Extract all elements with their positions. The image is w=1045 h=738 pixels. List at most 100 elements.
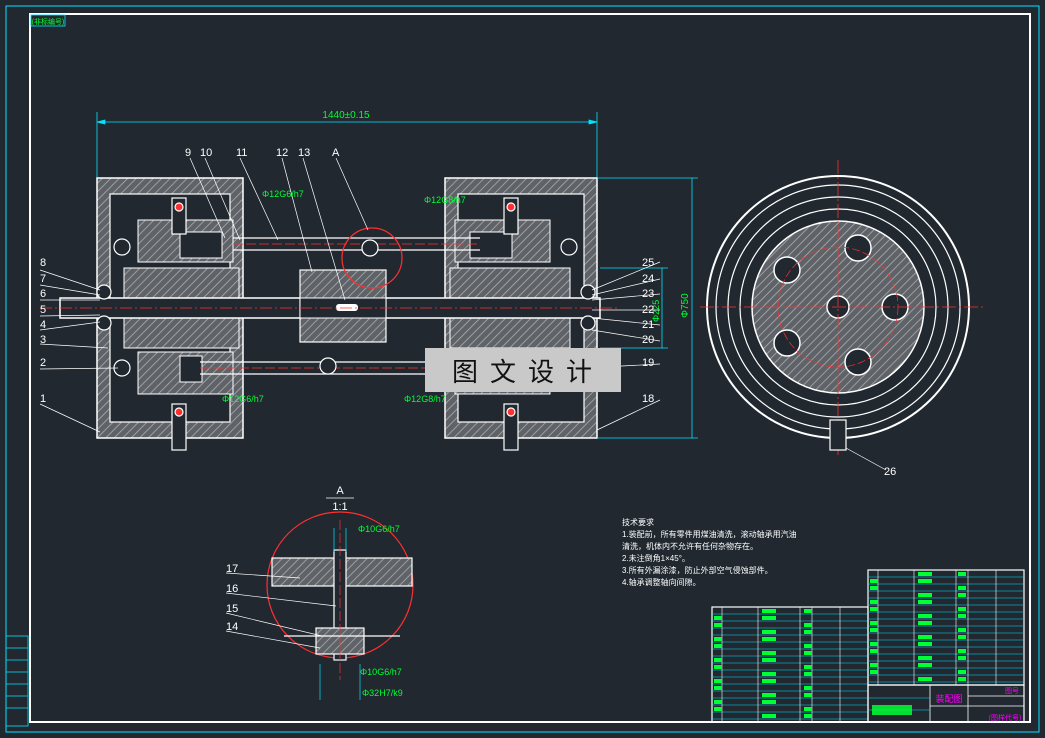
parts-list-cell-mark (762, 630, 776, 634)
svg-text:1: 1 (40, 393, 46, 405)
svg-text:22: 22 (642, 304, 654, 316)
parts-list-cell-mark (804, 651, 812, 655)
parts-list-cell-mark (870, 600, 878, 604)
title-block-sheet: 图号 (1005, 687, 1019, 695)
parts-list-cell-mark (918, 635, 932, 639)
svg-text:12: 12 (276, 147, 288, 159)
parts-list-cell-mark (762, 693, 776, 697)
svg-text:1.装配前，所有零件用煤油清洗，滚动轴承用汽油: 1.装配前，所有零件用煤油清洗，滚动轴承用汽油 (622, 529, 797, 539)
part-numbers-left: 8 7 6 5 4 3 2 1 (40, 257, 46, 405)
parts-list-cell-mark (958, 670, 966, 674)
parts-list-cell-mark (870, 586, 878, 590)
title-block-name: 装配图 (935, 693, 962, 704)
parts-list-cell-mark (918, 593, 932, 597)
detail-fit-bot: Φ32H7/k9 (362, 688, 403, 698)
parts-list-cell-mark (870, 607, 878, 611)
part-numbers-right: 25 24 23 22 21 20 19 18 (642, 257, 654, 405)
parts-list-cell-mark (870, 663, 878, 667)
parts-list-cell-mark (918, 600, 932, 604)
parts-list-cell-mark (762, 714, 776, 718)
parts-list-cell-mark (714, 637, 722, 641)
parts-list-cell-mark (918, 677, 932, 681)
parts-list-cell-mark (714, 679, 722, 683)
parts-list-cell-mark (870, 649, 878, 653)
svg-text:7: 7 (40, 273, 46, 285)
parts-list-cell-mark (958, 607, 966, 611)
parts-list-cell-mark (762, 616, 776, 620)
svg-text:8: 8 (40, 257, 46, 269)
parts-list-cell-mark (958, 628, 966, 632)
parts-list-cell-mark (762, 658, 776, 662)
parts-list-cell-mark (958, 593, 966, 597)
parts-list-cell-mark (714, 644, 722, 648)
parts-list-cell-mark (762, 609, 776, 613)
parts-list-cell-mark (714, 707, 722, 711)
parts-list-cell-mark (918, 621, 932, 625)
svg-text:4: 4 (40, 319, 46, 331)
parts-list-cell-mark (804, 686, 812, 690)
leaders (39, 157, 661, 433)
svg-text:9: 9 (185, 147, 191, 159)
technical-notes: 技术要求 1.装配前，所有零件用煤油清洗，滚动轴承用汽油 清洗，机体内不允许有任… (622, 517, 797, 587)
parts-list-cell-mark (958, 649, 966, 653)
parts-list-cell-mark (870, 621, 878, 625)
svg-text:16: 16 (226, 583, 238, 595)
parts-list-cell-mark (714, 616, 722, 620)
parts-list-left (711, 606, 869, 723)
svg-text:25: 25 (642, 257, 654, 269)
parts-list-cell-mark (870, 628, 878, 632)
parts-list-cell-mark (958, 656, 966, 660)
parts-list-cell-mark (958, 677, 966, 681)
parts-list-cell-mark (714, 658, 722, 662)
end-view: 26 (700, 160, 984, 478)
svg-text:4.轴承调整轴向间隙。: 4.轴承调整轴向间隙。 (622, 577, 701, 587)
parts-list-cell-mark (804, 630, 812, 634)
detail-fit-top: Φ10G6/h7 (358, 524, 400, 534)
main-section-view: 1440±0.15 (39, 110, 698, 451)
parts-list-cell-mark (714, 686, 722, 690)
parts-list-cell-mark (918, 614, 932, 618)
parts-list-cell-mark (762, 637, 776, 641)
parts-list-cell-mark (714, 623, 722, 627)
central-shaft (40, 269, 620, 343)
parts-list-cell-mark (918, 579, 932, 583)
svg-text:Φ12G6/h7: Φ12G6/h7 (262, 189, 304, 199)
sheet-frame: (非标编号) (5, 5, 1040, 733)
part-numbers-top: 9 10 11 12 13 A (185, 147, 340, 159)
svg-text:3: 3 (40, 334, 46, 346)
parts-list-cell-mark (804, 707, 812, 711)
svg-text:13: 13 (298, 147, 310, 159)
parts-list-cell-mark (804, 672, 812, 676)
part-26: 26 (884, 466, 896, 478)
svg-text:20: 20 (642, 334, 654, 346)
parts-list-cell-mark (804, 714, 812, 718)
parts-list-cell-mark (714, 700, 722, 704)
svg-text:10: 10 (200, 147, 212, 159)
title-block: 装配图 图号 (图样代号) (867, 684, 1025, 723)
parts-list-right (867, 569, 1025, 686)
svg-text:Φ12G6/h7: Φ12G6/h7 (222, 394, 264, 404)
parts-list-cell-mark (870, 642, 878, 646)
detail-a-callout (341, 227, 403, 289)
parts-list-cell-mark (804, 644, 812, 648)
dim-225: Φ225 (651, 300, 661, 322)
parts-list-cell-mark (958, 635, 966, 639)
svg-text:3.所有外漏涂漆，防止外部空气侵蚀部件。: 3.所有外漏涂漆，防止外部空气侵蚀部件。 (622, 565, 773, 575)
parts-list-cell-mark (918, 642, 932, 646)
svg-text:17: 17 (226, 563, 238, 575)
svg-text:23: 23 (642, 288, 654, 300)
revision-stack (5, 635, 29, 727)
parts-list-cell-mark (918, 663, 932, 667)
parts-list-cell-mark (918, 656, 932, 660)
svg-text:2.未注倒角1×45°。: 2.未注倒角1×45°。 (622, 553, 690, 563)
detail-a-view: A 1:1 Φ10G6/h7 Φ10G6/h7 Φ32H7/k9 17 16 1… (225, 485, 414, 700)
parts-list-cell-mark (958, 614, 966, 618)
svg-text:Φ12G8/h7: Φ12G8/h7 (404, 394, 446, 404)
parts-list-cell-mark (804, 693, 812, 697)
detail-fit-mid: Φ10G6/h7 (360, 667, 402, 677)
parts-list-cell-mark (762, 679, 776, 683)
watermark-banner: 图文设计 (425, 348, 621, 392)
parts-list-cell-mark (714, 665, 722, 669)
svg-text:19: 19 (642, 357, 654, 369)
overall-dimension (96, 112, 598, 180)
